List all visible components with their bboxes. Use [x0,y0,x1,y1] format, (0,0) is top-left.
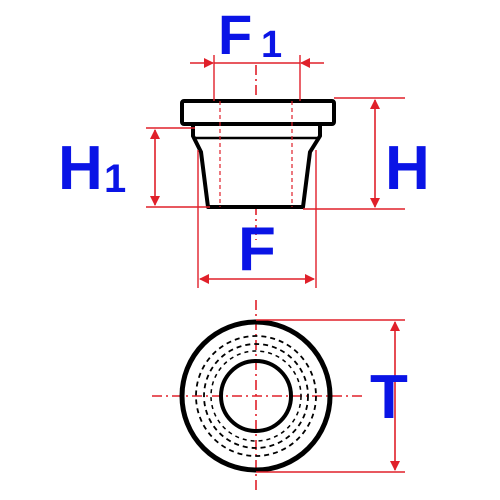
f1-label: F [218,3,252,66]
h-label: H [385,134,430,203]
plug-flange [180,99,336,126]
side-view [180,65,336,240]
h1-subscript: 1 [104,157,126,201]
dimension-h1: H 1 [58,127,210,208]
plug-body [191,122,322,209]
f1-subscript: 1 [261,24,282,66]
f-label: F [238,215,276,284]
top-view [152,300,362,492]
hidden-ring-inner [210,350,302,442]
hidden-ring-outer [195,335,317,457]
outer-ring [179,319,333,473]
dimension-h: H [303,97,430,210]
h1-label: H [58,134,103,203]
hidden-ring-middle [203,343,309,449]
inner-bore [219,359,293,433]
dimension-t: T [256,319,408,473]
dimension-f1: F 1 [190,3,324,101]
dimension-f: F [197,150,317,288]
t-label: T [370,363,408,432]
